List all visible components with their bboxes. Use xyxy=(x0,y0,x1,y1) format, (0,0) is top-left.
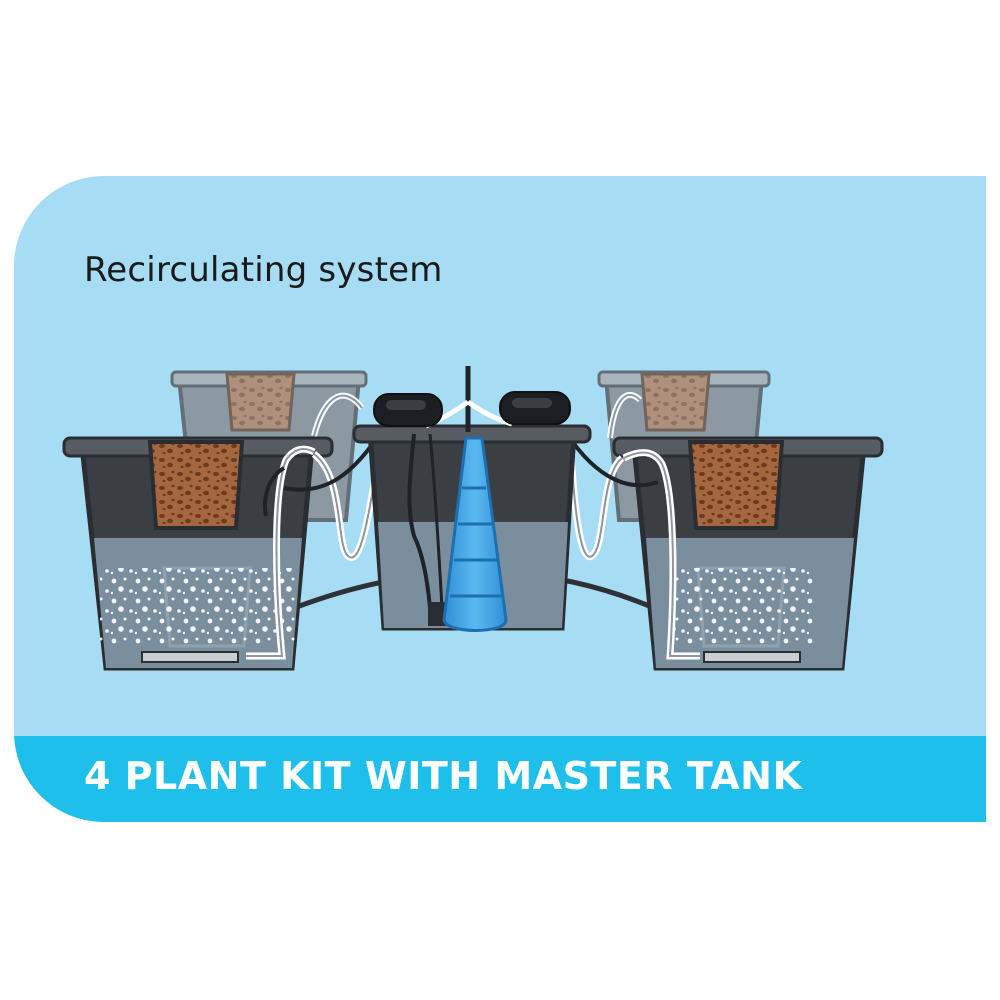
diagram-panel: Recirculating system xyxy=(14,176,986,822)
front-right-pot xyxy=(612,436,884,671)
diagram-subtitle: Recirculating system xyxy=(84,250,443,290)
title-banner: 4 PLANT KIT WITH MASTER TANK xyxy=(14,736,986,822)
right-air-pump xyxy=(499,391,571,425)
banner-title: 4 PLANT KIT WITH MASTER TANK xyxy=(84,754,803,798)
front-left-pot xyxy=(62,436,334,671)
hydroponic-system-illustration xyxy=(62,366,884,671)
left-air-pump xyxy=(373,393,443,427)
master-tank xyxy=(352,366,592,632)
water-level-column xyxy=(442,436,508,632)
